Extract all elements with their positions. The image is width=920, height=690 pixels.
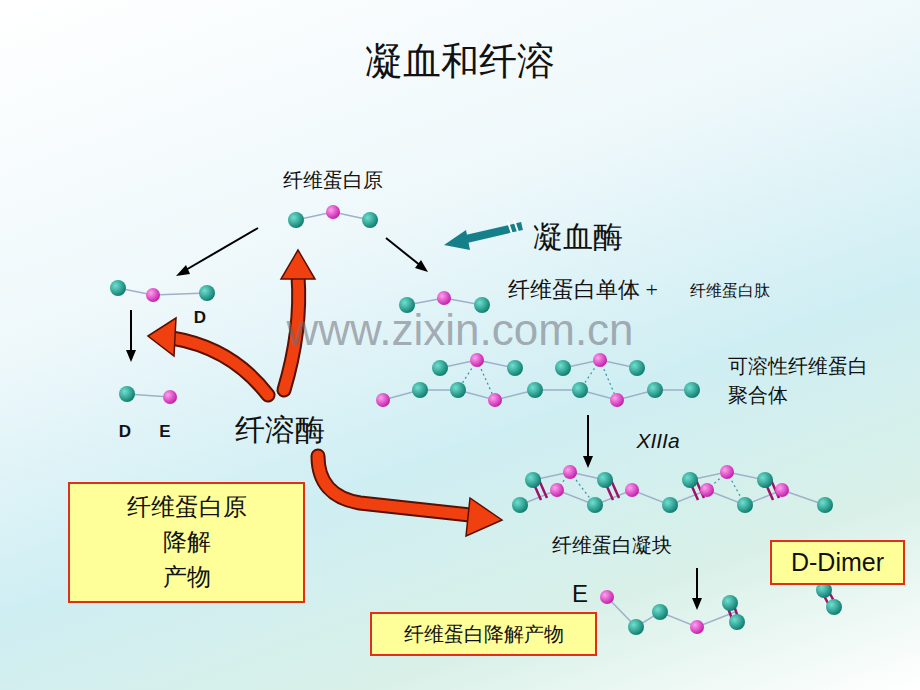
- text-box: 纤维蛋白原 降解 产物: [68, 482, 305, 603]
- box-text: 纤维蛋白原 降解 产物: [122, 490, 252, 594]
- box-text: 纤维蛋白降解产物: [404, 621, 564, 648]
- label: 可溶性纤维蛋白 聚合体: [728, 352, 878, 410]
- label: 纤维蛋白原: [283, 168, 383, 192]
- thrombin-arrow: [444, 220, 522, 250]
- box-text: D-Dimer: [791, 548, 884, 577]
- text-box: D-Dimer: [770, 540, 905, 585]
- label: 纤溶酶: [235, 412, 325, 448]
- title: 凝血和纤溶: [365, 39, 555, 85]
- watermark: www.zixin.com.cn: [286, 304, 633, 357]
- label: D: [194, 308, 206, 328]
- label: 纤维蛋白单体 +: [508, 277, 658, 303]
- label: D: [119, 422, 131, 442]
- dotted-links: [458, 360, 745, 505]
- label: E: [159, 422, 170, 442]
- label: XIIIa: [636, 428, 679, 453]
- label: 纤维蛋白凝块: [552, 533, 672, 557]
- label: E: [572, 580, 588, 609]
- label: 纤维蛋白肽: [690, 281, 770, 300]
- label: 凝血酶: [533, 219, 623, 255]
- text-box: 纤维蛋白降解产物: [370, 612, 597, 656]
